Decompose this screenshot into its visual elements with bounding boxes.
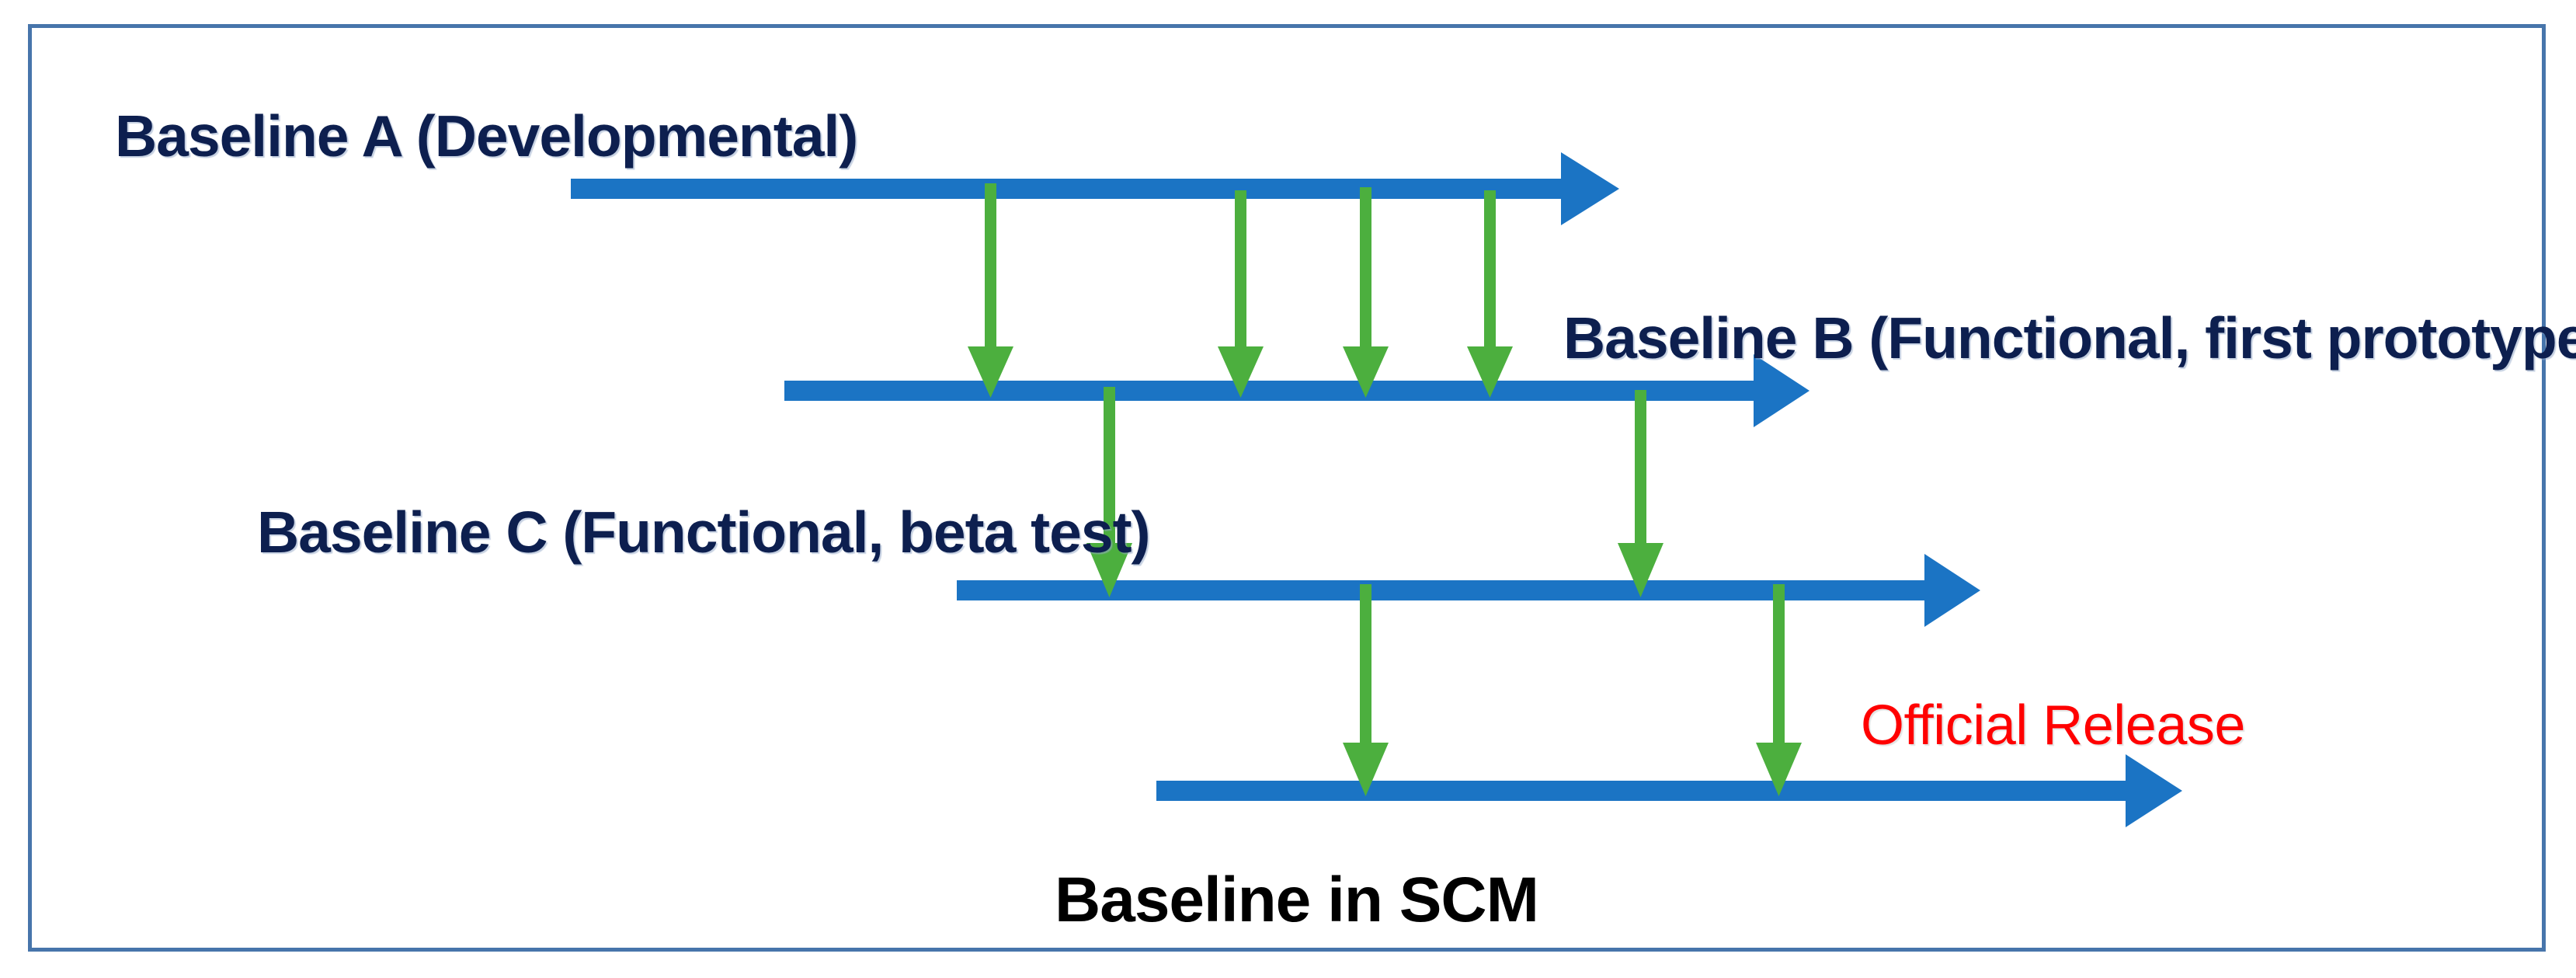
timeline-arrow-baseline-c — [957, 554, 1980, 627]
official-release-label: Official Release — [1861, 694, 2245, 757]
transition-arrow-a-to-b-2 — [1218, 190, 1264, 398]
diagram-caption: Baseline in SCM — [1055, 865, 1539, 935]
baseline-b-label: Baseline B (Functional, first prototype) — [1563, 305, 2576, 371]
timeline-arrow-official-release — [1156, 754, 2182, 827]
transition-arrow-a-to-b-4 — [1467, 190, 1513, 398]
timeline-arrow-baseline-b — [784, 354, 1809, 427]
transition-arrow-c-to-d-1 — [1343, 584, 1389, 796]
transition-arrow-a-to-b-3 — [1343, 187, 1389, 398]
baseline-c-label: Baseline C (Functional, beta test) — [257, 499, 1151, 565]
transition-arrow-b-to-c-1 — [1086, 387, 1132, 597]
baseline-a-label: Baseline A (Developmental) — [115, 103, 858, 169]
transition-arrow-b-to-c-2 — [1618, 390, 1663, 597]
transition-arrow-a-to-b-1 — [968, 183, 1013, 398]
transition-arrow-c-to-d-2 — [1756, 584, 1802, 796]
timeline-arrow-baseline-a — [571, 152, 1619, 225]
